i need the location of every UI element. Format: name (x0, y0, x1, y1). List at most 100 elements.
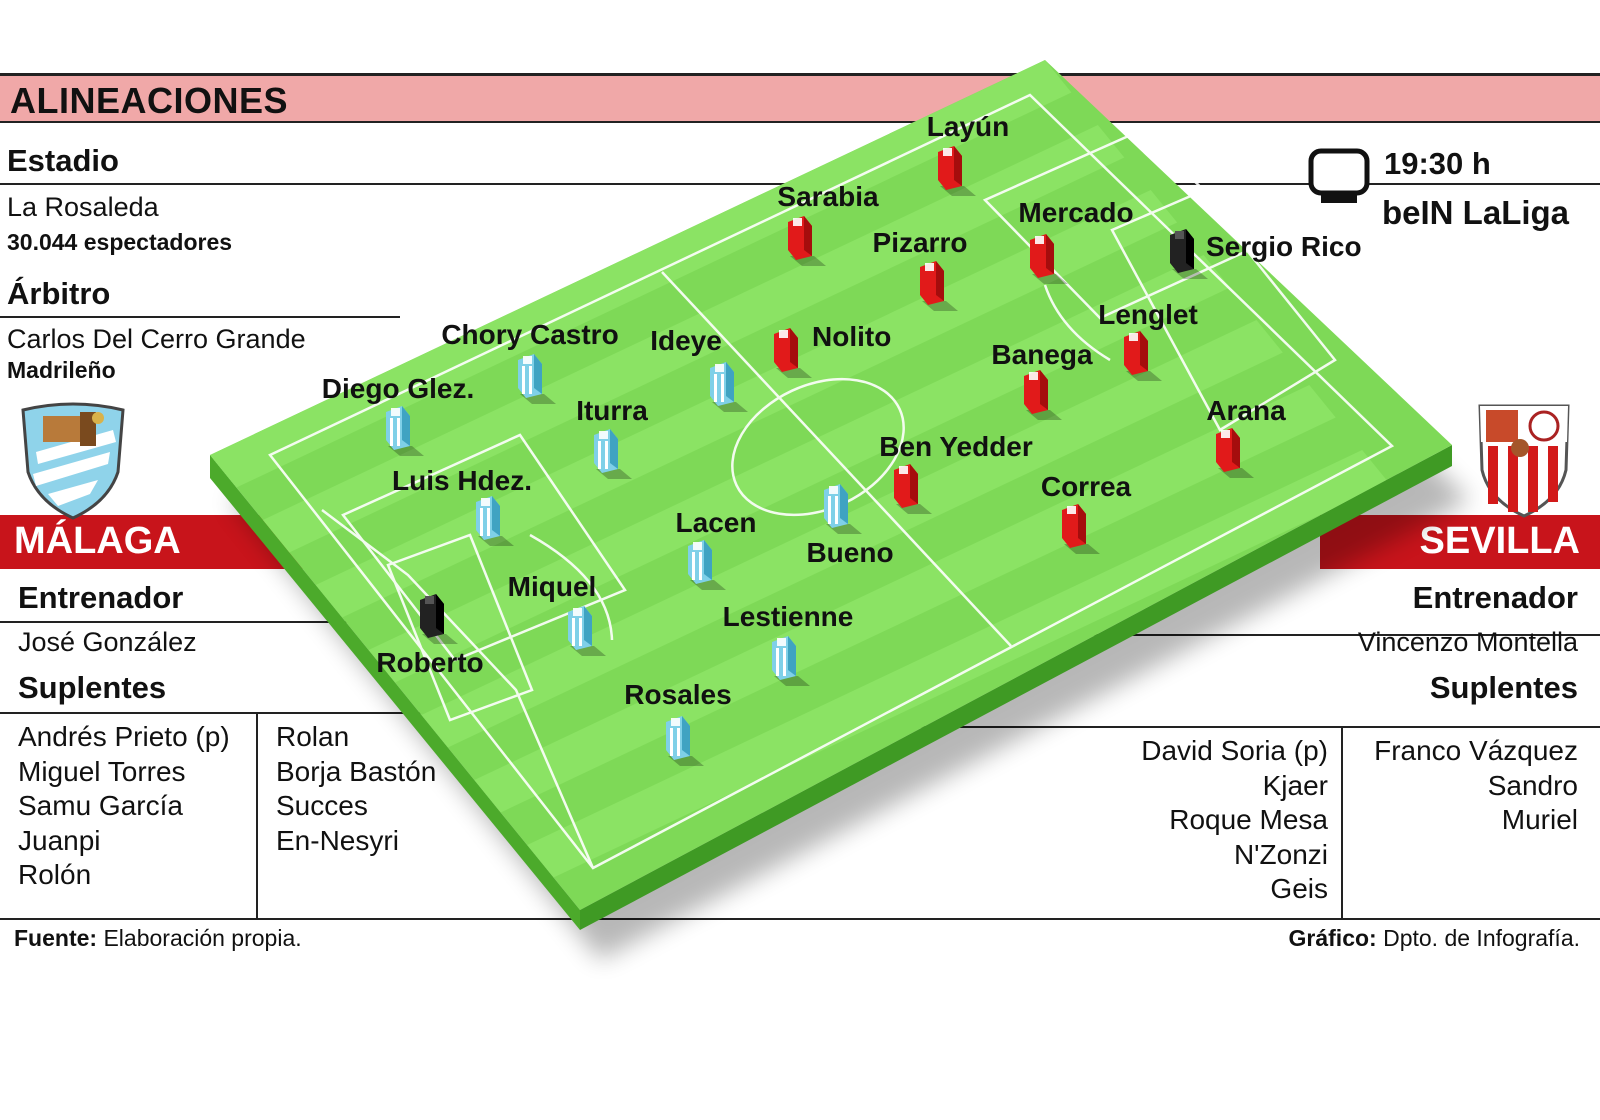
away-coach-label: Entrenador (1412, 580, 1578, 615)
pitch-stripe (315, 190, 1178, 618)
list-item: Juanpi (18, 824, 101, 856)
malaga-player-icon (386, 406, 424, 456)
list-item: Rolan (276, 721, 350, 752)
sevilla-player-icon (788, 216, 826, 266)
referee-origin: Madrileño (7, 357, 116, 383)
sevilla-player-name: Lenglet (1098, 299, 1198, 330)
pitch-stripe (421, 320, 1283, 748)
divider (0, 712, 640, 714)
sevilla-player-icon (1062, 504, 1100, 554)
footer-graphic-label: Gráfico: (1288, 925, 1377, 951)
sevilla-player-name: Nolito (812, 321, 891, 352)
divider (256, 714, 258, 919)
malaga-player-name: Iturra (576, 395, 648, 426)
footer-source-text: Elaboración propia. (103, 925, 302, 951)
malaga-player-name: Diego Glez. (322, 373, 474, 404)
sevilla-player-icon (1030, 234, 1068, 284)
divider (0, 918, 1600, 920)
malaga-player-name: Rosales (624, 679, 731, 710)
sevilla-player-name: Layún (927, 111, 1009, 142)
stadium-attendance: 30.044 espectadores (7, 229, 233, 255)
pitch-stripes (210, 60, 1389, 878)
list-item: Miguel Torres (18, 755, 186, 787)
pitch-stripe (262, 125, 1125, 553)
malaga-player-icon (824, 484, 862, 534)
malaga-player-icon (772, 636, 810, 686)
referee-label: Árbitro (7, 276, 111, 311)
list-item: Samu García (18, 790, 183, 821)
list-item: Geis (1270, 873, 1328, 904)
malaga-player-icon (710, 362, 748, 412)
malaga-player-name: Bueno (806, 537, 893, 568)
divider (1000, 634, 1600, 636)
malaga-goalkeeper-icon (420, 594, 458, 644)
sevilla-player-name: Pizarro (873, 227, 968, 258)
sevilla-player-name: Ben Yedder (879, 431, 1033, 462)
list-item: David Soria (p) (1141, 735, 1328, 766)
away-coach-name: Vincenzo Montella (1357, 627, 1578, 657)
sevilla-player-icon (894, 464, 932, 514)
malaga-player-icon (518, 354, 556, 404)
away-subs-label: Suplentes (1429, 670, 1578, 705)
title-band (0, 73, 1600, 123)
sevilla-player-icon (1024, 370, 1062, 420)
referee-name: Carlos Del Cerro Grande (7, 324, 306, 354)
list-item: N'Zonzi (1233, 838, 1328, 870)
divider (1341, 728, 1343, 919)
malaga-crest-icon (18, 402, 128, 525)
malaga-player-icon (594, 429, 632, 479)
sevilla-goalkeeper-icon (1170, 229, 1208, 279)
list-item: En-Nesyri (276, 824, 399, 856)
malaga-player-name: Miquel (508, 571, 597, 602)
list-item: Borja Bastón (276, 755, 437, 787)
malaga-player-icon (688, 540, 726, 590)
malaga-player-name: Lestienne (723, 601, 854, 632)
malaga-player-name: Roberto (376, 647, 483, 678)
malaga-player-name: Luis Hdez. (392, 465, 532, 496)
list-item: Muriel (1501, 804, 1578, 835)
sevilla-crest-icon (1474, 400, 1574, 523)
divider (640, 726, 1600, 728)
away-team-name: SEVILLA (1419, 520, 1580, 562)
sevilla-player-name: Sarabia (777, 181, 879, 212)
home-subs-col1: Andrés Prieto (p) Miguel Torres Samu Gar… (18, 720, 230, 893)
list-item: Kjaer (1262, 769, 1328, 801)
list-item: Succes (276, 790, 368, 821)
divider (0, 621, 350, 623)
pitch-side-right (580, 445, 1452, 930)
broadcast-channel: beIN LaLiga (1382, 194, 1570, 231)
tv-icon (1308, 148, 1370, 213)
home-coach-label: Entrenador (18, 580, 184, 615)
malaga-player-icon (476, 496, 514, 546)
stadium-name: La Rosaleda (7, 192, 159, 222)
away-subs-col2: Franco Vázquez Sandro Muriel (1374, 734, 1578, 838)
malaga-player-name: Ideye (650, 325, 722, 356)
home-team-name: MÁLAGA (14, 520, 181, 562)
malaga-player-icon (666, 716, 704, 766)
footer-source-label: Fuente: (14, 925, 98, 951)
malaga-player-name: Lacen (676, 507, 757, 538)
list-item: Rolón (18, 859, 92, 890)
pitch-markings (268, 93, 1395, 870)
sevilla-player-icon (1124, 331, 1162, 381)
sevilla-player-name: Banega (991, 339, 1093, 370)
home-subs-col2: Rolan Borja Bastón Succes En-Nesyri (276, 720, 436, 858)
stadium-label: Estadio (7, 143, 119, 178)
sevilla-player-name: Correa (1041, 471, 1132, 502)
sevilla-player-name: Sergio Rico (1206, 231, 1362, 262)
footer-graphic-text: Dpto. de Infografía. (1383, 925, 1580, 951)
malaga-player-name: Chory Castro (441, 319, 618, 350)
footer-graphic: Gráfico: Dpto. de Infografía. (1289, 925, 1580, 952)
pitch-stripe (527, 450, 1389, 878)
malaga-player-icon (568, 606, 606, 656)
page-title: ALINEACIONES (10, 80, 289, 121)
divider (0, 316, 400, 318)
sevilla-player-icon (1216, 428, 1254, 478)
list-item: Andrés Prieto (p) (18, 721, 230, 752)
pitch-side-left (210, 455, 580, 930)
list-item: Sandro (1487, 769, 1578, 801)
broadcast-time: 19:30 h (1384, 146, 1491, 181)
sevilla-player-icon (774, 328, 812, 378)
